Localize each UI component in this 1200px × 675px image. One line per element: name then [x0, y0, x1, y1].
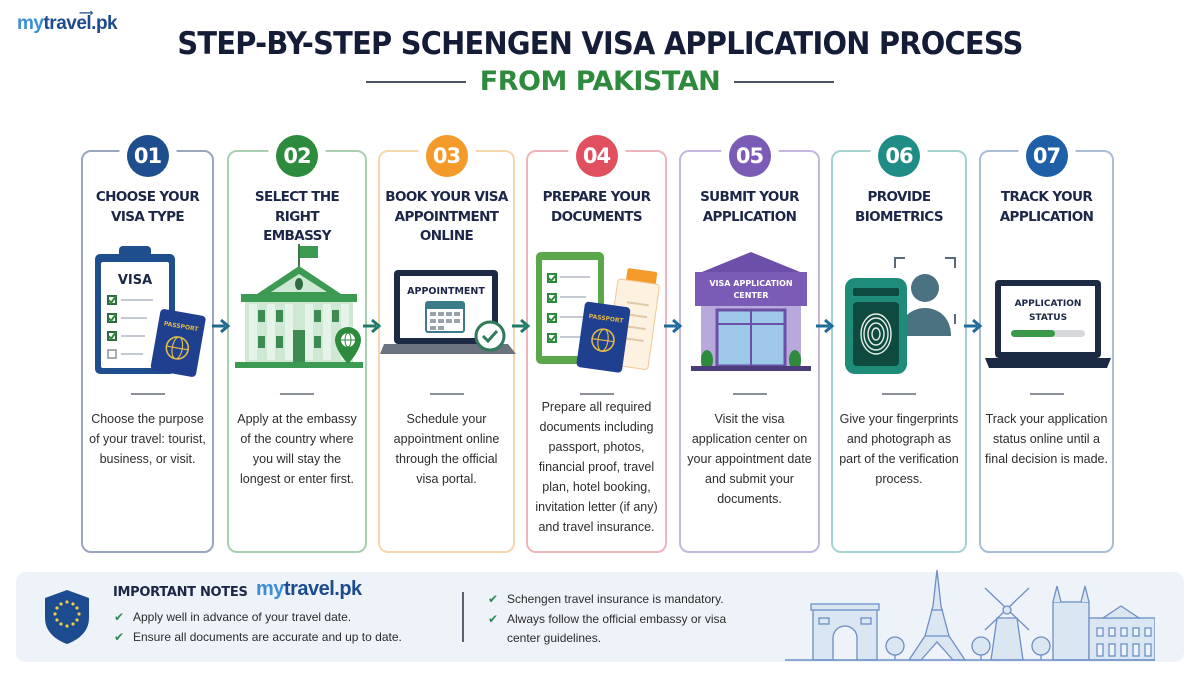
- step-number-badge: 07: [1025, 135, 1068, 177]
- step-title: SELECT THE RIGHT EMBASSY: [229, 188, 365, 247]
- step-title-line: DOCUMENTS: [550, 208, 643, 225]
- notes-title: IMPORTANT NOTES: [113, 585, 248, 600]
- note-item: ✔ Schengen travel insurance is mandatory…: [488, 590, 724, 609]
- eu-shield-icon: [45, 590, 89, 644]
- step-description: Schedule your appointment online through…: [393, 412, 500, 486]
- laptop-calendar-icon: APPOINTMENT: [380, 244, 516, 384]
- laptop-status-icon: APPLICATION STATUS: [981, 244, 1112, 384]
- step-description: Track your application status online unt…: [985, 412, 1108, 466]
- step-title-line: ONLINE: [419, 228, 474, 244]
- step-card-4: 04 PREPARE YOUR DOCUMENTS PASSPORT: [526, 135, 667, 553]
- step-number-badge: 06: [878, 135, 920, 177]
- divider: [1029, 393, 1064, 395]
- plane-arrow-icon: ⟶: [79, 8, 93, 19]
- note-text: Ensure all documents are accurate and up…: [133, 630, 402, 644]
- step-title: PROVIDE BIOMETRICS: [833, 188, 965, 227]
- brand-logo-my: my: [17, 13, 44, 34]
- check-icon: ✔: [488, 592, 499, 606]
- svg-text:VISA APPLICATION: VISA APPLICATION: [709, 279, 792, 288]
- step-card-1: 01 CHOOSE YOUR VISA TYPE VISA PASSPORT: [81, 135, 214, 553]
- step-title: PREPARE YOUR DOCUMENTS: [528, 188, 665, 227]
- divider: [429, 393, 464, 395]
- step-title-line: SUBMIT YOUR: [700, 189, 799, 205]
- divider: [280, 393, 314, 395]
- arrow-right-icon: [512, 318, 531, 334]
- step-title: CHOOSE YOUR VISA TYPE: [83, 188, 212, 227]
- svg-text:APPOINTMENT: APPOINTMENT: [407, 286, 485, 297]
- step-card-6: 06 PROVIDE BIOMETRICS Give your fingerpri…: [831, 135, 967, 553]
- step-title-line: PROVIDE: [867, 189, 931, 205]
- note-text: Always follow the official embassy or vi…: [507, 612, 727, 645]
- check-icon: ✔: [488, 612, 499, 626]
- svg-text:STATUS: STATUS: [1029, 313, 1067, 323]
- page-title: STEP-BY-STEP SCHENGEN VISA APPLICATION P…: [177, 26, 1023, 62]
- svg-text:APPLICATION: APPLICATION: [1015, 299, 1082, 309]
- visa-center-building-icon: VISA APPLICATION CENTER: [681, 244, 818, 384]
- page-subtitle: FROM PAKISTAN: [479, 66, 721, 97]
- check-icon: ✔: [114, 610, 125, 624]
- arrow-right-icon: [363, 318, 382, 334]
- brand-logo-rest: travel.pk: [43, 13, 118, 34]
- step-title-line: VISA TYPE: [110, 208, 185, 225]
- notes-brand-logo: mytravel.pk: [256, 578, 362, 601]
- step-description: Apply at the embassy of the country wher…: [237, 412, 357, 486]
- arrow-right-icon: [816, 318, 835, 334]
- step-number-badge: 01: [126, 135, 169, 177]
- step-card-2: 02 SELECT THE RIGHT EMBASSY Apply at the …: [227, 135, 367, 553]
- brand-logo-my: my: [256, 578, 284, 600]
- brand-logo-rest: travel.pk: [283, 578, 362, 600]
- note-item: ✔ Ensure all documents are accurate and …: [114, 628, 402, 647]
- fingerprint-scanner-icon: [833, 244, 965, 384]
- step-description: Visit the visa application center on you…: [687, 412, 812, 506]
- divider: [462, 592, 464, 642]
- step-card-7: 07 TRACK YOUR APPLICATION APPLICATION STA…: [979, 135, 1114, 553]
- step-title-line: TRACK YOUR: [1000, 189, 1093, 205]
- step-title-line: CHOOSE YOUR: [95, 189, 200, 205]
- european-skyline-icon: [785, 569, 1155, 661]
- divider: [130, 393, 165, 395]
- svg-text:CENTER: CENTER: [733, 291, 768, 300]
- divider: [365, 80, 466, 83]
- step-description: Choose the purpose of your travel: touri…: [89, 412, 206, 466]
- step-card-5: 05 SUBMIT YOUR APPLICATION VISA APPLICATI…: [679, 135, 820, 553]
- step-number-badge: 04: [575, 135, 618, 177]
- step-title-line: SELECT THE RIGHT: [254, 189, 340, 225]
- step-number-badge: 02: [276, 135, 318, 177]
- step-title: TRACK YOUR APPLICATION: [981, 188, 1112, 227]
- arrow-right-icon: [664, 318, 683, 334]
- note-item: ✔ Apply well in advance of your travel d…: [114, 608, 351, 627]
- divider: [734, 80, 835, 83]
- step-description: Give your fingerprints and photograph as…: [839, 412, 959, 486]
- svg-text:VISA: VISA: [118, 273, 152, 288]
- step-card-3: 03 BOOK YOUR VISA APPOINTMENT ONLINE APPOI…: [378, 135, 516, 553]
- subtitle-row: FROM PAKISTAN: [0, 66, 1200, 97]
- step-title: BOOK YOUR VISA APPOINTMENT ONLINE: [380, 188, 513, 247]
- divider: [732, 393, 767, 395]
- brand-logo: mytravel.pk ⟶: [17, 8, 118, 35]
- step-title-line: BIOMETRICS: [855, 208, 944, 225]
- step-title-line: BOOK YOUR VISA: [385, 189, 508, 205]
- visa-clipboard-icon: VISA PASSPORT: [83, 244, 212, 384]
- step-number-badge: 03: [425, 135, 468, 177]
- divider: [882, 393, 916, 395]
- note-text: Schengen travel insurance is mandatory.: [507, 592, 724, 606]
- arrow-right-icon: [964, 318, 983, 334]
- divider: [579, 393, 614, 395]
- step-title-line: APPOINTMENT: [394, 208, 499, 225]
- step-number-badge: 05: [728, 135, 771, 177]
- documents-icon: PASSPORT: [528, 244, 665, 384]
- step-title: SUBMIT YOUR APPLICATION: [681, 188, 818, 227]
- note-text: Apply well in advance of your travel dat…: [133, 610, 352, 624]
- embassy-building-icon: [229, 244, 365, 384]
- step-description: Prepare all required documents including…: [535, 400, 658, 534]
- svg-text:PASSPORT: PASSPORT: [588, 313, 624, 325]
- arrow-right-icon: [212, 318, 231, 334]
- step-title-line: APPLICATION: [702, 208, 797, 225]
- step-title-line: EMBASSY: [263, 228, 331, 244]
- step-title-line: PREPARE YOUR: [542, 189, 651, 205]
- step-title-line: APPLICATION: [999, 208, 1094, 225]
- note-item: ✔ Always follow the official embassy or …: [488, 610, 738, 648]
- check-icon: ✔: [114, 630, 125, 644]
